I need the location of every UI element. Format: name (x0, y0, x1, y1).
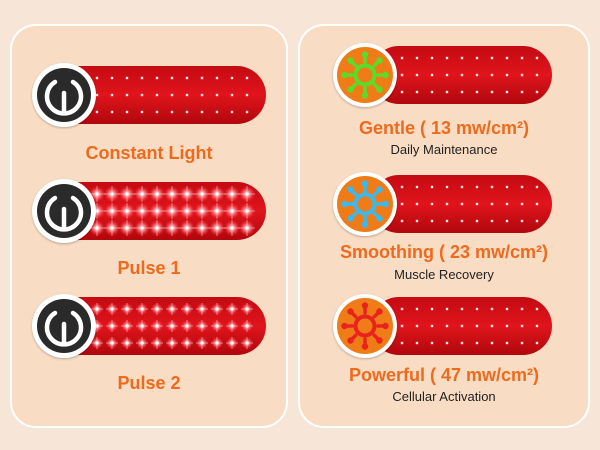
mode-label-constant: Constant Light (85, 143, 213, 163)
pulse-1-button[interactable] (32, 179, 96, 243)
mode-label-pulse1: Pulse 1 (117, 258, 181, 278)
intensity-value: ( 13 mw/cm²) (420, 118, 530, 138)
mode-label-pulse2: Pulse 2 (117, 373, 181, 393)
smoothing-button[interactable] (333, 172, 397, 236)
intensity-title-gentle: Gentle ( 13 mw/cm²) (298, 118, 590, 139)
intensity-name: Smoothing (339, 242, 434, 262)
led-strip-powerful (370, 297, 552, 355)
power-icon (44, 79, 84, 116)
sun-icon (341, 302, 389, 350)
intensity-title-smoothing: Smoothing ( 23 mw/cm²) (298, 242, 590, 263)
led-strip-gentle (370, 46, 552, 104)
power-icon (44, 310, 84, 347)
constant-light-button[interactable] (32, 63, 96, 127)
sun-icon (341, 51, 389, 99)
intensity-name: Gentle (358, 118, 415, 138)
pulse-2-button[interactable] (32, 294, 96, 358)
powerful-button[interactable] (333, 294, 397, 358)
led-strip-smoothing (370, 175, 552, 233)
intensity-subtitle-powerful: Cellular Activation (392, 389, 496, 404)
intensity-subtitle-gentle: Daily Maintenance (390, 142, 498, 157)
power-icon (44, 195, 84, 232)
intensity-value: ( 23 mw/cm²) (438, 242, 549, 262)
intensity-name: Powerful (348, 365, 425, 385)
intensity-title-powerful: Powerful ( 47 mw/cm²) (298, 365, 590, 386)
sun-icon (341, 180, 389, 228)
intensity-value: ( 47 mw/cm²) (430, 365, 540, 385)
intensity-subtitle-smoothing: Muscle Recovery (394, 267, 494, 282)
gentle-button[interactable] (333, 43, 397, 107)
